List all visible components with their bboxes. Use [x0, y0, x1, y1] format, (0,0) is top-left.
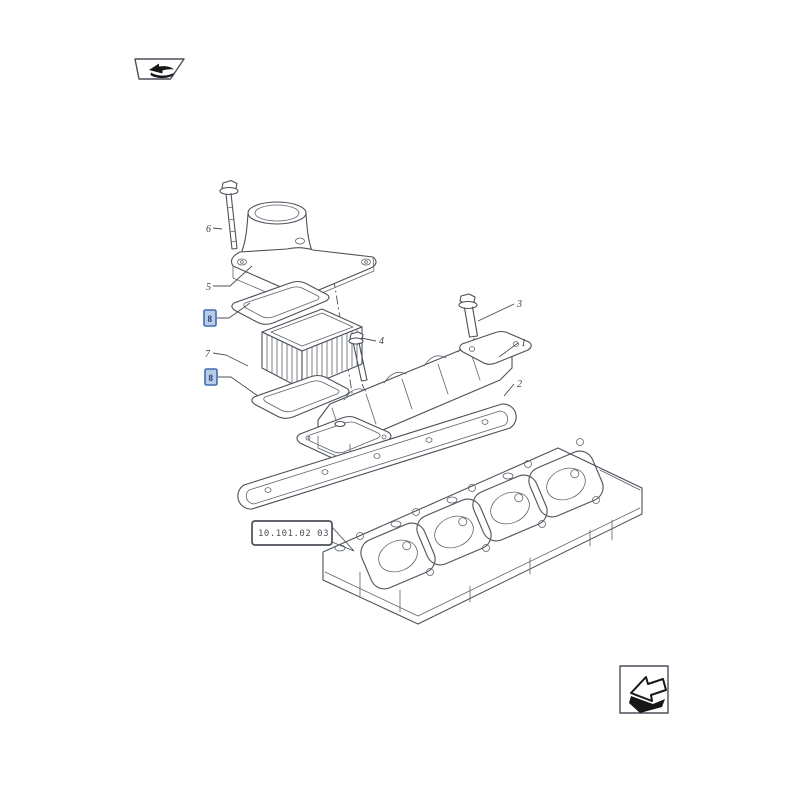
callout-4: 4 — [360, 336, 384, 347]
callout-8-lower-label: 8 — [209, 373, 214, 383]
callout-7-label: 7 — [205, 349, 211, 360]
callout-6: 6 — [206, 224, 223, 235]
callout-8-lower[interactable]: 8 — [204, 368, 259, 397]
callout-7: 7 — [205, 349, 249, 367]
callout-3-label: 3 — [516, 299, 522, 310]
callout-2-label: 2 — [517, 379, 522, 390]
arrow-outline — [630, 676, 667, 702]
part-gasket-lower — [251, 374, 350, 419]
arrow-shadow — [629, 696, 665, 713]
hand-arrow-glyph — [149, 63, 174, 79]
callout-5-label: 5 — [206, 282, 211, 293]
callout-6-label: 6 — [206, 224, 211, 235]
highlight-marker-lower[interactable] — [204, 368, 218, 386]
part-bolt-4 — [348, 331, 368, 382]
part-cylinder-head — [322, 438, 643, 625]
part-bolt-6 — [219, 179, 239, 250]
callout-1-label: 1 — [521, 338, 526, 349]
highlight-marker-upper[interactable] — [203, 309, 217, 327]
callout-1: 1 — [498, 338, 526, 358]
callout-4-label: 4 — [379, 336, 384, 347]
section-code: 10.101.02 03 — [251, 520, 355, 552]
part-manifold-gasket-2 — [237, 403, 517, 510]
section-code-text: 10.101.02 03 — [258, 529, 329, 539]
part-air-inlet-elbow-5 — [231, 201, 377, 305]
callout-8-upper-label: 8 — [208, 314, 213, 324]
part-bolt-3 — [458, 293, 479, 338]
callout-8-upper[interactable]: 8 — [203, 302, 251, 327]
back-arrow-icon[interactable] — [619, 665, 669, 714]
callout-2: 2 — [503, 379, 522, 397]
callout-5: 5 — [206, 265, 253, 293]
prev-page-flag-icon[interactable] — [134, 58, 185, 80]
callout-3: 3 — [477, 299, 522, 322]
section-code-box — [251, 520, 333, 546]
part-heater-grid-7 — [261, 308, 363, 390]
